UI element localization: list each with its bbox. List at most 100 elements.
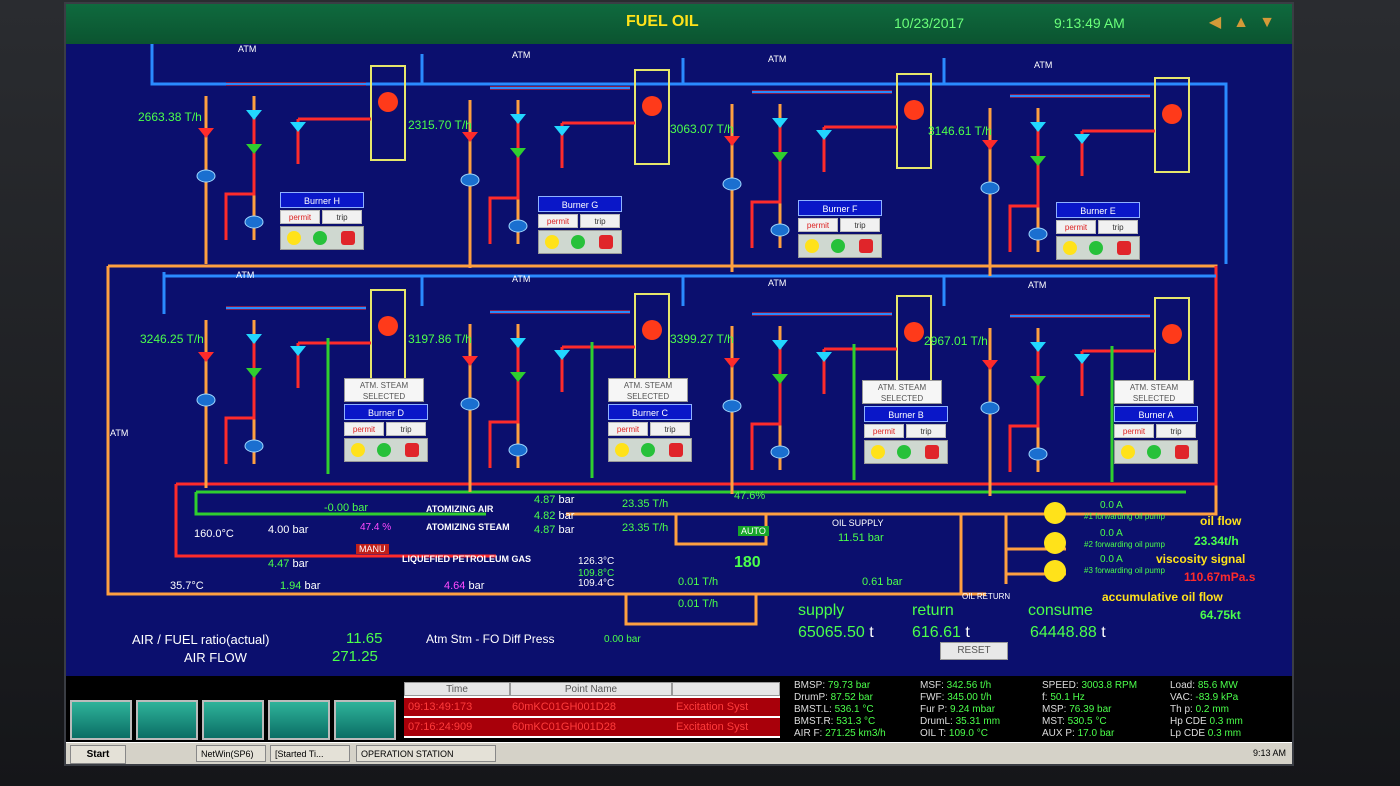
burner-f-flow: 3063.07 T/h	[670, 122, 734, 136]
pump-2-icon[interactable]	[1044, 532, 1066, 554]
permit-button[interactable]: permit	[608, 422, 648, 436]
boiler-nav-icon[interactable]	[70, 700, 132, 740]
pump-2-current: 0.0 A	[1100, 528, 1123, 539]
start-button[interactable]	[377, 443, 391, 457]
flowmeter-icon	[196, 169, 216, 183]
taskbar-app-started[interactable]: [Started Ti...	[270, 745, 350, 762]
stop-button[interactable]	[1175, 445, 1189, 459]
burner-c-panel[interactable]: Burner C permit trip	[608, 404, 692, 464]
burner-d-panel[interactable]: Burner D permit trip	[344, 404, 428, 464]
start-button[interactable]	[571, 235, 585, 249]
header-time: 9:13:49 AM	[1054, 15, 1125, 31]
reset-button[interactable]: RESET	[940, 642, 1008, 660]
diff-press-label: Atm Stm - FO Diff Press	[426, 632, 555, 646]
generator-nav-icon[interactable]	[334, 700, 396, 740]
piping-diagram	[106, 44, 1228, 626]
up-arrow-icon[interactable]: ▲	[1233, 14, 1249, 31]
trip-button[interactable]: trip	[386, 422, 426, 436]
col-time-header[interactable]: Time	[404, 682, 510, 696]
stat-item: AUX P: 17.0 bar	[1042, 728, 1115, 739]
start-button[interactable]	[1147, 445, 1161, 459]
col-point-header[interactable]: Point Name	[510, 682, 672, 696]
burner-e-panel[interactable]: Burner E permit trip	[1056, 202, 1140, 262]
stop-button[interactable]	[341, 231, 355, 245]
accum-oil-flow-value: 64.75kt	[1200, 608, 1241, 622]
permit-button[interactable]: permit	[1114, 424, 1154, 438]
permit-button[interactable]: permit	[798, 218, 838, 232]
trip-button[interactable]: trip	[650, 422, 690, 436]
oil-temp: 35.7°C	[170, 580, 204, 592]
taskbar: Start NetWin(SP6) [Started Ti... OPERATI…	[66, 742, 1292, 764]
burner-a-panel[interactable]: Burner A permit trip	[1114, 406, 1198, 466]
flowmeter-icon	[1028, 447, 1048, 461]
trip-button[interactable]: trip	[580, 214, 620, 228]
trip-button[interactable]: trip	[840, 218, 880, 232]
burner-g-panel[interactable]: Burner G permit trip	[538, 196, 622, 256]
permit-button[interactable]: permit	[864, 424, 904, 438]
air-header-press-2: 4.82 bar	[534, 510, 575, 522]
down-arrow-icon[interactable]: ▼	[1259, 14, 1275, 31]
pump-3-current: 0.0 A	[1100, 554, 1123, 565]
permit-button[interactable]: permit	[344, 422, 384, 436]
taskbar-app-operation[interactable]: OPERATION STATION	[356, 745, 496, 762]
trip-button[interactable]: trip	[1156, 424, 1196, 438]
start-button[interactable]: Start	[70, 745, 126, 764]
burner-c-flow: 3197.86 T/h	[408, 332, 472, 346]
stop-button[interactable]	[405, 443, 419, 457]
taskbar-app-netwin[interactable]: NetWin(SP6)	[196, 745, 266, 762]
burner-f-panel[interactable]: Burner F permit trip	[798, 200, 882, 260]
atm-label: ATM	[1028, 280, 1047, 290]
burner-h-flow: 2663.38 T/h	[138, 110, 202, 124]
burner-name: Burner C	[608, 404, 692, 420]
flame-icon	[642, 96, 662, 116]
start-button[interactable]	[831, 239, 845, 253]
permit-button[interactable]: permit	[538, 214, 578, 228]
burner-controls	[798, 234, 882, 258]
burner-b-panel[interactable]: Burner B permit trip	[864, 406, 948, 466]
start-button[interactable]	[1089, 241, 1103, 255]
flowmeter-icon	[244, 215, 264, 229]
start-button[interactable]	[313, 231, 327, 245]
col-desc-header[interactable]	[672, 682, 780, 696]
permit-button[interactable]: permit	[1056, 220, 1096, 234]
furnace-box	[1154, 297, 1190, 393]
back-arrow-icon[interactable]: ◀	[1208, 14, 1222, 31]
valve-icon	[1030, 342, 1046, 352]
turbine-nav-icon[interactable]	[136, 700, 198, 740]
valve-icon	[1074, 354, 1090, 364]
valve-icon	[198, 128, 214, 138]
pump-3-icon[interactable]	[1044, 560, 1066, 582]
atomizing-steam-label: ATOMIZING STEAM	[426, 522, 510, 532]
oil-supply-label: OIL SUPPLY	[832, 518, 884, 528]
burner-h-panel[interactable]: Burner H permit trip	[280, 192, 364, 252]
trip-button[interactable]: trip	[1098, 220, 1138, 234]
flame-icon	[1162, 104, 1182, 124]
stat-item: Load: 85.6 MW	[1170, 680, 1238, 691]
network-nav-icon[interactable]	[202, 700, 264, 740]
steam-press-2: 4.47 bar	[268, 558, 309, 570]
trip-button[interactable]: trip	[906, 424, 946, 438]
start-button[interactable]	[897, 445, 911, 459]
auto-mode-badge[interactable]: AUTO	[738, 526, 769, 536]
burner-controls	[344, 438, 428, 462]
permit-button[interactable]: permit	[280, 210, 320, 224]
trend-nav-icon[interactable]	[268, 700, 330, 740]
atm-label: ATM	[512, 274, 531, 284]
stop-button[interactable]	[925, 445, 939, 459]
stop-button[interactable]	[599, 235, 613, 249]
stop-button[interactable]	[859, 239, 873, 253]
valve-icon	[772, 374, 788, 384]
stat-item: f: 50.1 Hz	[1042, 692, 1085, 703]
manual-mode-badge[interactable]: MANU	[356, 544, 389, 554]
supply-flow-2: 23.35 T/h	[622, 522, 669, 534]
trip-button[interactable]: trip	[322, 210, 362, 224]
stop-button[interactable]	[669, 443, 683, 457]
start-button[interactable]	[641, 443, 655, 457]
pump-1-icon[interactable]	[1044, 502, 1066, 524]
burner-name: Burner D	[344, 404, 428, 420]
stop-button[interactable]	[1117, 241, 1131, 255]
